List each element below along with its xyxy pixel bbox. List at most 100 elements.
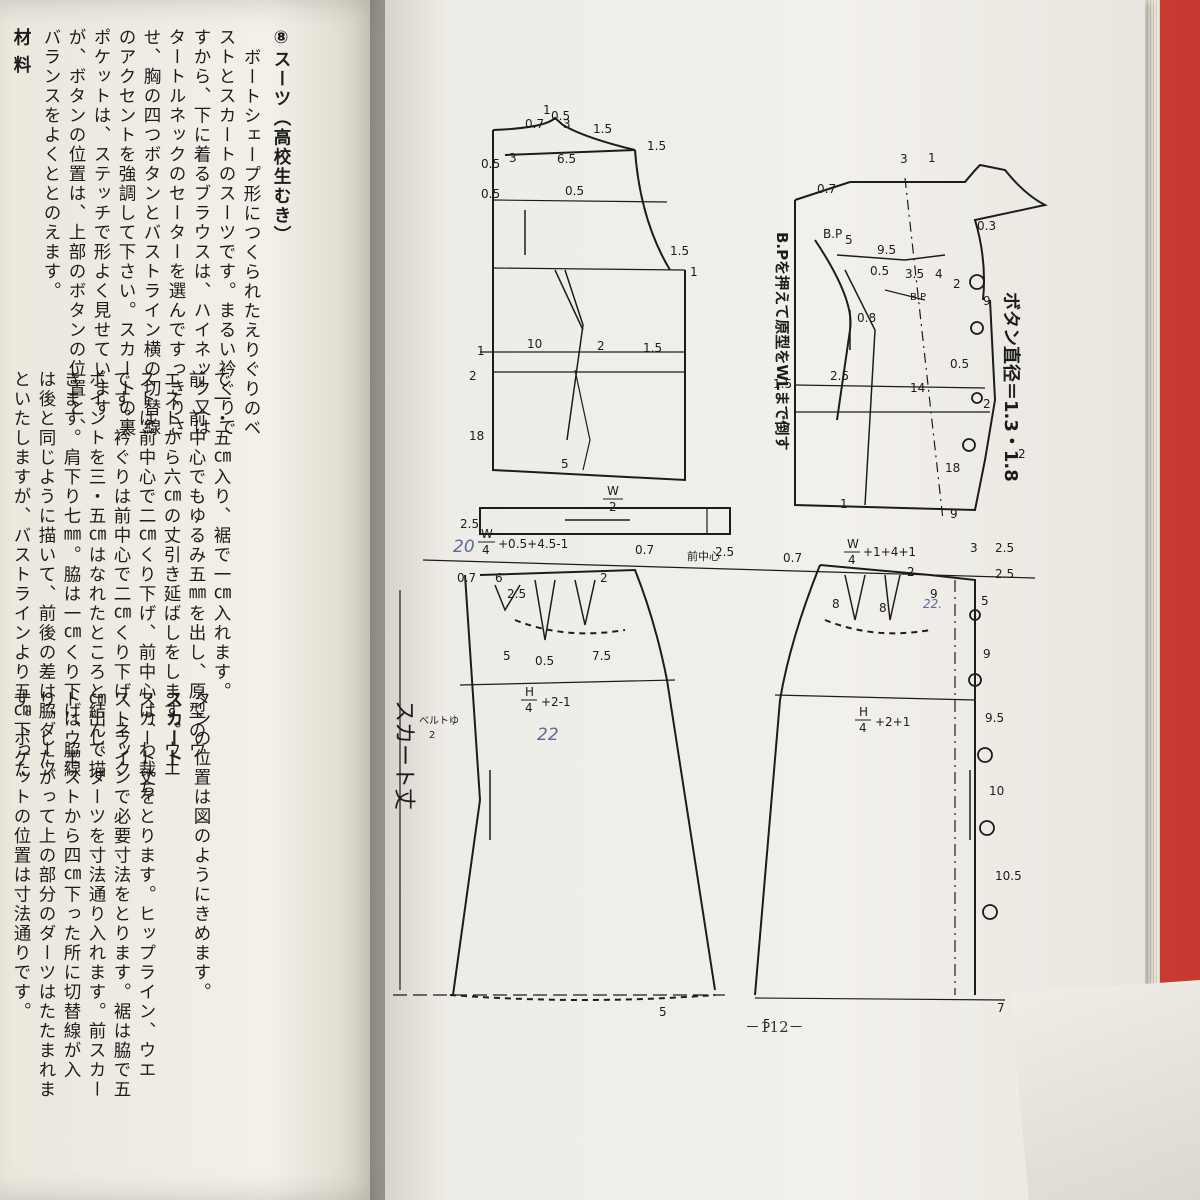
sf-label-2: 2 — [907, 565, 915, 579]
sf-label-hformula: +2+1 — [875, 715, 910, 729]
jacket-line-9: で一・五㎝入り、裾で一㎝入れます。 — [211, 370, 231, 702]
sf-label-5b: 5 — [763, 1017, 771, 1031]
bb-label-16: 1 — [477, 344, 485, 358]
left-page: 材 料 バランスをよくととのえます。 が、ボタンの位置は、上部のボタンの位置と、… — [0, 0, 385, 1200]
sb-label-h4: 4 — [525, 701, 533, 715]
section-heading: ⑧スーツ（高校生むき） — [271, 28, 291, 245]
bb-label-2: 0.5 — [551, 109, 570, 123]
sb-label-4: 4 — [482, 543, 490, 557]
jacket-line-2: は後と同じように描いて、前後の差は脇ダーツ — [36, 370, 56, 780]
materials-line-3: ポケットは、ステッチで形よく見せています — [91, 28, 111, 418]
fb-label-4: B.P — [823, 227, 842, 241]
fb-label-7: 0.5 — [870, 264, 889, 278]
belt-label-25b: 2.5 — [715, 545, 734, 559]
fb-label-19: 18 — [945, 461, 960, 475]
fb-label-8: 3.5 — [905, 267, 924, 281]
fb-label-1: 1 — [928, 151, 936, 165]
fb-label-12: 0.8 — [857, 311, 876, 325]
bb-label-3: 3 — [563, 117, 571, 131]
bb-label-10: 0.5 — [481, 187, 500, 201]
sf-label-4: 4 — [848, 553, 856, 567]
skirt-line-1: す。ポケットの位置は寸法通りです。 — [11, 690, 31, 1022]
bb-label-12: 1 — [690, 265, 698, 279]
intro-line-1: のアクセントを強調して下さい。スカートの裏 — [116, 28, 136, 438]
intro-line-6: ボートシェープ形につくられたえりぐりのベ — [241, 48, 261, 438]
button-markers — [962, 274, 998, 920]
sf-label-7: 7 — [997, 1001, 1005, 1015]
bb-label-13: 10 — [527, 337, 542, 351]
skirt-line-3: トはウエストから四㎝下った所に切替線が入 — [61, 690, 81, 1080]
fb-label-17: 0.5 — [950, 357, 969, 371]
fb-label-16: 14 — [910, 381, 925, 395]
belt-label-den: 2 — [609, 500, 617, 514]
sf-label-9b: 9 — [983, 647, 991, 661]
sf-label-h: H — [859, 705, 868, 719]
bb-label-17: 2 — [469, 369, 477, 383]
bb-label-8: 6.5 — [557, 152, 576, 166]
fb-label-24: 2 — [1018, 447, 1026, 461]
jacket-line-5: です。衿ぐりは前中心で二㎝くり下げ、ネック — [111, 370, 131, 780]
materials-line-2: が、ボタンの位置は、上部のボタンの位置と、 — [66, 28, 86, 438]
sf-label-formula: +1+4+1 — [863, 545, 916, 559]
bb-label-18: 18 — [469, 429, 484, 443]
button-note: ボタン直径＝1.3・1.8 — [1000, 292, 1022, 482]
fb-label-10: 2 — [953, 277, 961, 291]
sf-label-95: 9.5 — [985, 711, 1004, 725]
sf-label-25: 2.5 — [995, 567, 1014, 581]
bb-label-6: 0.5 — [481, 157, 500, 171]
sf-label-5: 5 — [981, 594, 989, 608]
sb-label-25: 2.5 — [507, 587, 526, 601]
fb-label-6: 5 — [845, 233, 853, 247]
intro-line-4: すから、下に着るブラウスは、ハイネック又は — [191, 28, 211, 438]
bb-label-11: 1.5 — [670, 244, 689, 258]
jacket-line-6: ストは前中心で二㎝くり下げ、前中心は、わ裁ち — [136, 370, 156, 799]
materials-label: 材 料 — [11, 28, 31, 76]
sf-label-w: W — [847, 537, 859, 551]
skirt-front-pattern — [754, 310, 1006, 1001]
sf-label-10: 10 — [989, 784, 1004, 798]
pattern-diagram: 0.7 1 0.5 3 1.5 1.5 0.5 3 6.5 0.5 0.5 1.… — [391, 103, 1048, 1031]
sf-label-07: 0.7 — [783, 551, 802, 565]
fb-label-13: 9 — [983, 294, 991, 308]
page-number: －112－ — [745, 1018, 804, 1036]
fb-label-11: B.P — [910, 292, 926, 303]
sb-label-75: 7.5 — [592, 649, 611, 663]
handwritten-note-2: 22 — [537, 725, 559, 745]
sb-label-5: 5 — [503, 649, 511, 663]
instruction-text: B.Pを押えて原型をWLまで倒す — [773, 232, 791, 450]
bb-label-7: 3 — [509, 151, 517, 165]
jacket-line-1: といたしますが、バストラインより五㎝下った — [11, 370, 31, 780]
belt-pattern — [479, 507, 731, 535]
sb-label-6: 6 — [495, 571, 503, 585]
skirt-line-5: ストラインで必要寸法をとります。裾は脇で五 — [111, 690, 131, 1100]
bb-label-0: 0.7 — [525, 117, 544, 131]
intro-line-3: タートルネックのセーターを選んですっきりさ — [166, 28, 186, 438]
sb-label-2: 2 — [600, 571, 608, 585]
bb-label-15: 1.5 — [643, 341, 662, 355]
sb-label-05: 0.5 — [535, 654, 554, 668]
intro-line-5: ストとスカートのスーツです。まるい衿ぐりで — [216, 28, 236, 438]
jacket-line-4: ポイントを三・五㎝はなれたところと結んで描 — [86, 370, 106, 780]
fb-label-14: 1.5 — [773, 377, 792, 391]
skirt-line-6: スカート丈をとります。ヒップライン、ウエ — [136, 690, 156, 1080]
fb-label-9: 4 — [935, 267, 943, 281]
belt-label-center: 前中心 — [687, 549, 720, 563]
jacket-line-8: 前 前中心でもゆるみ五㎜を出し、原型のウ — [186, 370, 206, 760]
fb-label-22: 3 — [970, 541, 978, 555]
back-bodice-pattern — [480, 116, 686, 482]
fb-label-3: 0.3 — [977, 219, 996, 233]
skirt-line-4: ㎝出し、ダーツを寸法通り入れます。前スカー — [86, 690, 106, 1100]
intro-line-2: せ、胸の四つボタンとバストライン横の切替線 — [141, 28, 161, 438]
bb-label-14: 2 — [597, 339, 605, 353]
fb-label-0: 3 — [900, 152, 908, 166]
sb-label-07a: 0.7 — [635, 543, 654, 557]
bb-label-19: 5 — [561, 457, 569, 471]
sb-label-hem: 5 — [659, 1005, 667, 1019]
fb-label-20: 1 — [840, 497, 848, 511]
fb-label-2: 0.7 — [817, 182, 836, 196]
sf-label-h4: 4 — [859, 721, 867, 735]
sf-label-8a: 8 — [832, 597, 840, 611]
skirt-line-2: り、したがって上の部分のダーツはたたまれま — [36, 690, 56, 1100]
handwritten-note-1: 20 — [453, 537, 475, 557]
skirt-back-pattern — [393, 559, 1036, 1001]
